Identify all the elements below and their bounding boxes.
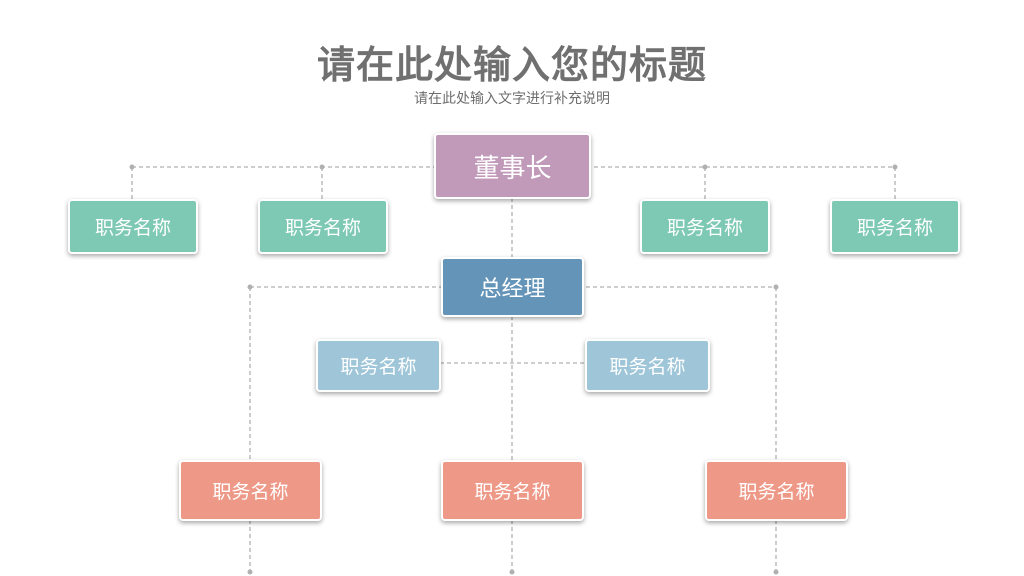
connector-dot: [509, 569, 515, 575]
bottom-position-box: 职务名称: [179, 460, 322, 521]
middle-position-box: 职务名称: [316, 339, 441, 392]
top-position-box: 职务名称: [640, 199, 770, 254]
connector-dot: [773, 569, 779, 575]
bottom-position-box: 职务名称: [705, 460, 848, 521]
middle-position-box: 职务名称: [585, 339, 710, 392]
bottom-position-box: 职务名称: [441, 460, 584, 521]
connector-dot: [892, 164, 898, 170]
top-position-box: 职务名称: [258, 199, 388, 254]
chairman-box: 董事长: [434, 133, 591, 199]
page-title: 请在此处输入您的标题: [316, 43, 707, 87]
connector-dot: [702, 164, 708, 170]
connector-dot: [129, 164, 135, 170]
top-position-box: 职务名称: [830, 199, 960, 254]
connector-dot: [773, 284, 779, 290]
connector-dot: [247, 284, 253, 290]
connector-dot: [247, 569, 253, 575]
general-manager-box: 总经理: [441, 257, 584, 317]
connector-dot: [319, 164, 325, 170]
top-position-box: 职务名称: [68, 199, 198, 254]
page-subtitle: 请在此处输入文字进行补充说明: [414, 91, 610, 107]
